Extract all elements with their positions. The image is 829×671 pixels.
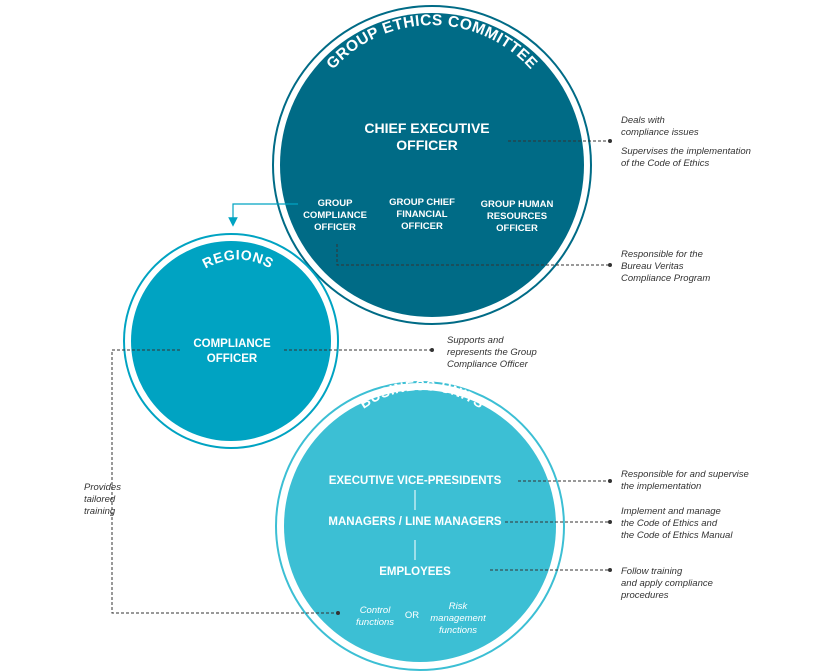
- regional-compliance-officer-line1: COMPLIANCE: [193, 338, 271, 350]
- leader-lines: [111, 140, 610, 614]
- group-cfo-line1: GROUP CHIEF: [389, 197, 455, 208]
- gco-leader-dot: [608, 263, 612, 267]
- annotation-line: Compliance Program: [621, 273, 711, 284]
- managers-implement-annotation: Implement and manage the Code of Ethics …: [621, 506, 732, 542]
- annotation-line: Compliance Officer: [447, 359, 528, 370]
- group-ethics-committee-circle: [272, 5, 592, 325]
- leader-dots: [336, 139, 612, 615]
- regional-supports-annotation: Supports and represents the Group Compli…: [447, 335, 537, 371]
- annotation-line: of the Code of Ethics: [621, 158, 710, 169]
- risk-functions-line1: Risk: [449, 601, 469, 612]
- regions-disc: [131, 241, 331, 441]
- training-leader-dot: [336, 611, 340, 615]
- control-functions-line1: Control: [360, 605, 392, 616]
- group-hr-officer-line2: RESOURCES: [487, 211, 547, 222]
- group-compliance-officer-line2: COMPLIANCE: [303, 210, 367, 221]
- group-cfo-line3: OFFICER: [401, 221, 443, 232]
- group-hr-officer-line3: OFFICER: [496, 223, 538, 234]
- ceo-deals-annotation: Deals with compliance issues: [621, 115, 699, 139]
- regional-leader-dot: [430, 348, 434, 352]
- ceo-supervises-annotation: Supervises the implementation of the Cod…: [621, 146, 751, 170]
- annotation-line: compliance issues: [621, 127, 699, 138]
- annotation-line: and apply compliance: [621, 578, 713, 589]
- control-functions-line2: functions: [356, 617, 394, 628]
- regional-compliance-officer-line2: OFFICER: [207, 353, 258, 365]
- annotation-line: training: [84, 506, 116, 517]
- employees-leader-dot: [608, 568, 612, 572]
- risk-functions-line3: functions: [439, 625, 477, 636]
- gco-leader-line: [336, 244, 610, 266]
- annotation-line: procedures: [621, 590, 669, 601]
- group-compliance-officer-line1: GROUP: [318, 198, 354, 209]
- gco-to-regions-arrow: [228, 203, 298, 227]
- training-annotation: Provides tailored training: [84, 482, 121, 518]
- regions-circle: [123, 233, 339, 449]
- business-units-disc: [284, 390, 556, 662]
- annotation-line: the Code of Ethics and: [621, 518, 718, 529]
- managers-leader-dot: [608, 520, 612, 524]
- annotation-line: Responsible for the: [621, 249, 703, 260]
- annotation-line: Deals with: [621, 115, 665, 126]
- annotation-line: Supports and: [447, 335, 504, 346]
- committee-disc: [280, 13, 584, 317]
- annotation-line: tailored: [84, 494, 116, 505]
- annotation-line: the Code of Ethics Manual: [621, 530, 733, 541]
- employees-label: EMPLOYEES: [379, 566, 451, 578]
- group-compliance-officer-line3: OFFICER: [314, 222, 356, 233]
- annotation-line: represents the Group: [447, 347, 537, 358]
- risk-functions-line2: management: [430, 613, 486, 624]
- employees-follow-annotation: Follow training and apply compliance pro…: [621, 566, 713, 602]
- annotation-line: Follow training: [621, 566, 683, 577]
- or-label: OR: [405, 610, 419, 621]
- annotation-line: Supervises the implementation: [621, 146, 751, 157]
- gco-responsible-annotation: Responsible for the Bureau Veritas Compl…: [621, 249, 710, 285]
- annotation-line: Provides: [84, 482, 121, 493]
- annotation-line: Bureau Veritas: [621, 261, 684, 272]
- group-cfo-line2: FINANCIAL: [396, 209, 447, 220]
- annotation-line: Implement and manage: [621, 506, 721, 517]
- evp-responsible-annotation: Responsible for and supervise the implem…: [621, 469, 749, 493]
- annotation-line: Responsible for and supervise: [621, 469, 749, 480]
- ceo-leader-dot: [608, 139, 612, 143]
- managers-label: MANAGERS / LINE MANAGERS: [328, 516, 501, 528]
- group-hr-officer-line1: GROUP HUMAN: [481, 199, 554, 210]
- ceo-label-line2: OFFICER: [396, 137, 457, 153]
- business-units-circle: [275, 381, 565, 671]
- ceo-label-line1: CHIEF EXECUTIVE: [364, 120, 489, 136]
- annotation-line: the implementation: [621, 481, 702, 492]
- evp-label: EXECUTIVE VICE-PRESIDENTS: [329, 475, 502, 487]
- evp-leader-dot: [608, 479, 612, 483]
